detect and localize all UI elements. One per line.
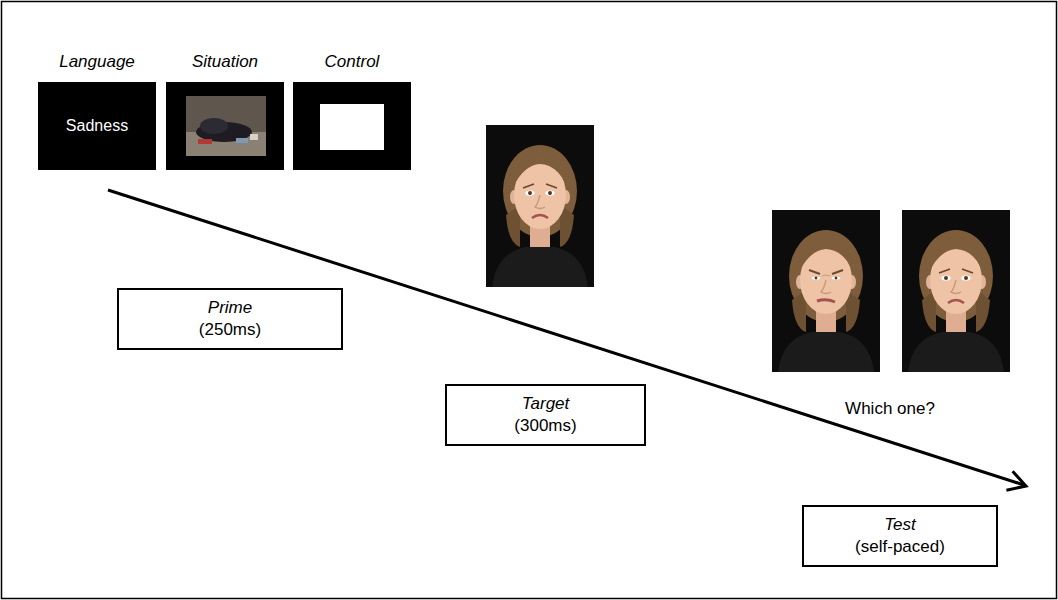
panel-heading: Language xyxy=(8,51,186,73)
illustration-part xyxy=(200,118,228,134)
word-prime-panel xyxy=(38,82,156,170)
control-prime-panel xyxy=(293,82,411,170)
illustration-part xyxy=(236,138,248,143)
panel-heading: Situation xyxy=(136,51,314,73)
test-face-photo xyxy=(772,210,880,372)
situation-photo xyxy=(186,96,266,156)
phase-box: Target(300ms) xyxy=(445,384,646,446)
phase-box: Prime(250ms) xyxy=(117,288,343,350)
phase-duration: (300ms) xyxy=(514,415,576,437)
illustration-part xyxy=(198,139,212,144)
illustration-part xyxy=(250,134,258,140)
illustration-part xyxy=(186,96,266,156)
blank-rectangle xyxy=(320,104,384,150)
test-face-photo xyxy=(902,210,1010,372)
time-arrowhead xyxy=(1006,471,1026,490)
phase-name: Test xyxy=(884,514,916,536)
test-question: Which one? xyxy=(740,398,1040,420)
phase-name: Prime xyxy=(208,297,252,319)
phase-duration: (self-paced) xyxy=(855,536,945,558)
phase-duration: (250ms) xyxy=(199,319,261,341)
situation-prime-panel xyxy=(166,82,284,170)
phase-name: Target xyxy=(522,393,570,415)
phase-box: Test(self-paced) xyxy=(802,505,998,567)
prime-panel: Situation xyxy=(166,82,284,170)
prime-panel: LanguageSadness xyxy=(38,82,156,170)
time-arrow xyxy=(108,190,1024,485)
prime-panel: Control xyxy=(293,82,411,170)
panel-heading: Control xyxy=(263,51,441,73)
prime-word: Sadness xyxy=(66,116,128,137)
target-face-photo xyxy=(486,125,594,287)
